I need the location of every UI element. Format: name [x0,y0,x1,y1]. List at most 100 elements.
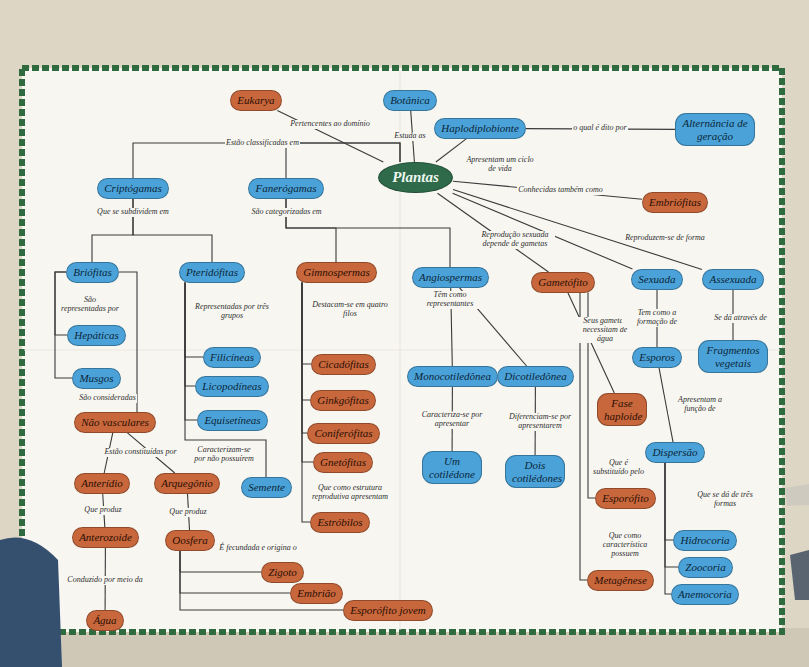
concept-box: Licopodíneas [195,376,269,397]
concept-text: Assexuada [709,273,757,286]
concept-text: Gnetófitas [320,456,366,469]
concept-box: Metagênese [587,570,654,591]
linking-phrase: Conhecidas também como [517,186,604,195]
linking-phrase: Tem como a formação de [622,309,692,327]
concept-text: Zoocoria [685,561,726,574]
concept-text: Água [93,614,117,627]
concept-box: Anterozoide [72,527,139,548]
linking-phrase: Estão classificadas em [225,139,300,148]
linking-phrase: Apresentam um ciclo de vida [465,156,535,174]
concept-box: Dois cotilédones [505,455,565,488]
concept-box: Esporófito [595,488,656,509]
linking-phrase: Destacam-se em quatro filos [310,301,390,319]
linking-phrase: Que se subdividem em [96,208,170,217]
concept-text: Coniferófitas [314,427,373,440]
linking-phrase: Que como estrutura reprodutiva apresenta… [310,484,390,502]
concept-box: Cicadófitas [311,354,376,375]
connector-line [277,111,383,162]
concept-text: Filicíneas [210,351,254,364]
linking-phrase: Estuda as [393,132,427,141]
linking-phrase: Que é substituído pelo [591,459,646,477]
concept-box: Fase haploide [597,393,647,426]
concept-text: Haplodiplobionte [441,122,519,135]
concept-box: Dispersão [645,442,705,463]
linking-phrase: Reproduzem-se de forma [624,234,706,243]
concept-box: Zoocoria [678,557,733,578]
linking-phrase: Caracteriza-se por apresentar [412,411,492,429]
concept-box: Não vasculares [74,412,156,433]
connector-line [302,283,311,364]
linking-phrase: Representadas por três grupos [192,303,272,321]
concept-text: Hidrocoria [680,534,730,547]
chair-edge [790,550,809,600]
concept-box: Angiospermas [412,267,489,288]
green-border [22,68,782,632]
linking-phrase: o qual é dito por [572,124,628,133]
concept-text: Fragmentos vegetais [705,344,761,369]
concept-text: Anterídio [81,477,123,490]
concept-text: Sexuada [638,273,676,286]
linking-phrase: Se dá através de [713,314,768,323]
concept-box: Equisetíneas [197,410,268,431]
concept-text: Briófitas [73,266,112,279]
concept-box: Assexuada [702,269,764,290]
concept-box: Ginkgófitas [310,390,376,411]
concept-text: Esporófito [602,492,649,505]
linking-phrase: São representadas por [60,296,120,314]
linking-phrase: Que como característica possuem [590,532,660,558]
concept-text: Angiospermas [419,271,482,284]
connector-line [185,283,195,386]
connector-line [453,190,702,270]
linking-phrase: São consideradas [78,394,137,403]
concept-box: Fanerógamas [248,178,324,199]
connector-line [302,283,307,433]
concept-box: Estróbilos [310,512,370,533]
concept-text: Um cotilédone [429,455,475,480]
concept-box: Eukarya [230,90,282,111]
concept-box: Anemocoria [671,584,739,605]
concept-text: Zigoto [268,566,297,579]
concept-text: Estróbilos [317,516,363,529]
concept-text: Oosfera [172,534,208,547]
connector-line [665,463,671,594]
connector-line [453,193,633,269]
linking-phrase: Reprodução sexuada depende de gametas [475,231,555,249]
concept-text: Esporófito jovem [350,604,426,617]
concept-text: Não vasculares [81,416,149,429]
concept-text: Hepáticas [74,329,119,342]
concept-box: Alternância de geração [675,113,755,146]
concept-box: Musgos [72,368,121,389]
concept-box: Semente [241,477,292,498]
connector-line [302,283,310,400]
connector-line [180,551,343,610]
concept-box: Esporos [632,347,682,368]
concept-text: Fanerógamas [255,182,317,195]
concept-text: Metagênese [594,574,647,587]
connector-line [55,272,72,378]
concept-text: Anterozoide [79,531,132,544]
concept-text: Plantas [392,169,439,186]
concept-box: Esporófito jovem [343,600,433,621]
concept-box: Filicíneas [203,347,261,368]
concept-box: Zigoto [261,562,304,583]
connector-line [436,139,467,162]
concept-text: Arquegônio [161,477,213,490]
linking-phrase: Caracterizam-se por não possuírem [191,446,257,464]
concept-box: Gametófito [531,272,595,293]
linking-phrase: Estão constituídas por [103,448,178,457]
linking-phrase: Que produz [83,506,123,515]
concept-text: Pteridófitas [186,266,238,279]
concept-box: Pteridófitas [179,262,245,283]
linking-phrase: Conduzido por meio da [66,576,144,585]
connector-line [302,283,310,522]
connector-line [180,551,261,572]
concept-box: Haplodiplobionte [434,118,526,139]
concept-text: Dois cotilédones [512,459,558,484]
concept-box: Hepáticas [67,325,126,346]
concept-box: Coniferófitas [307,423,380,444]
concept-text: Embrião [297,587,336,600]
concept-box: Um cotilédone [422,451,482,484]
desk-edge [785,484,809,506]
concept-box: Monocotiledônea [407,366,498,387]
concept-text: Alternância de geração [682,117,748,142]
